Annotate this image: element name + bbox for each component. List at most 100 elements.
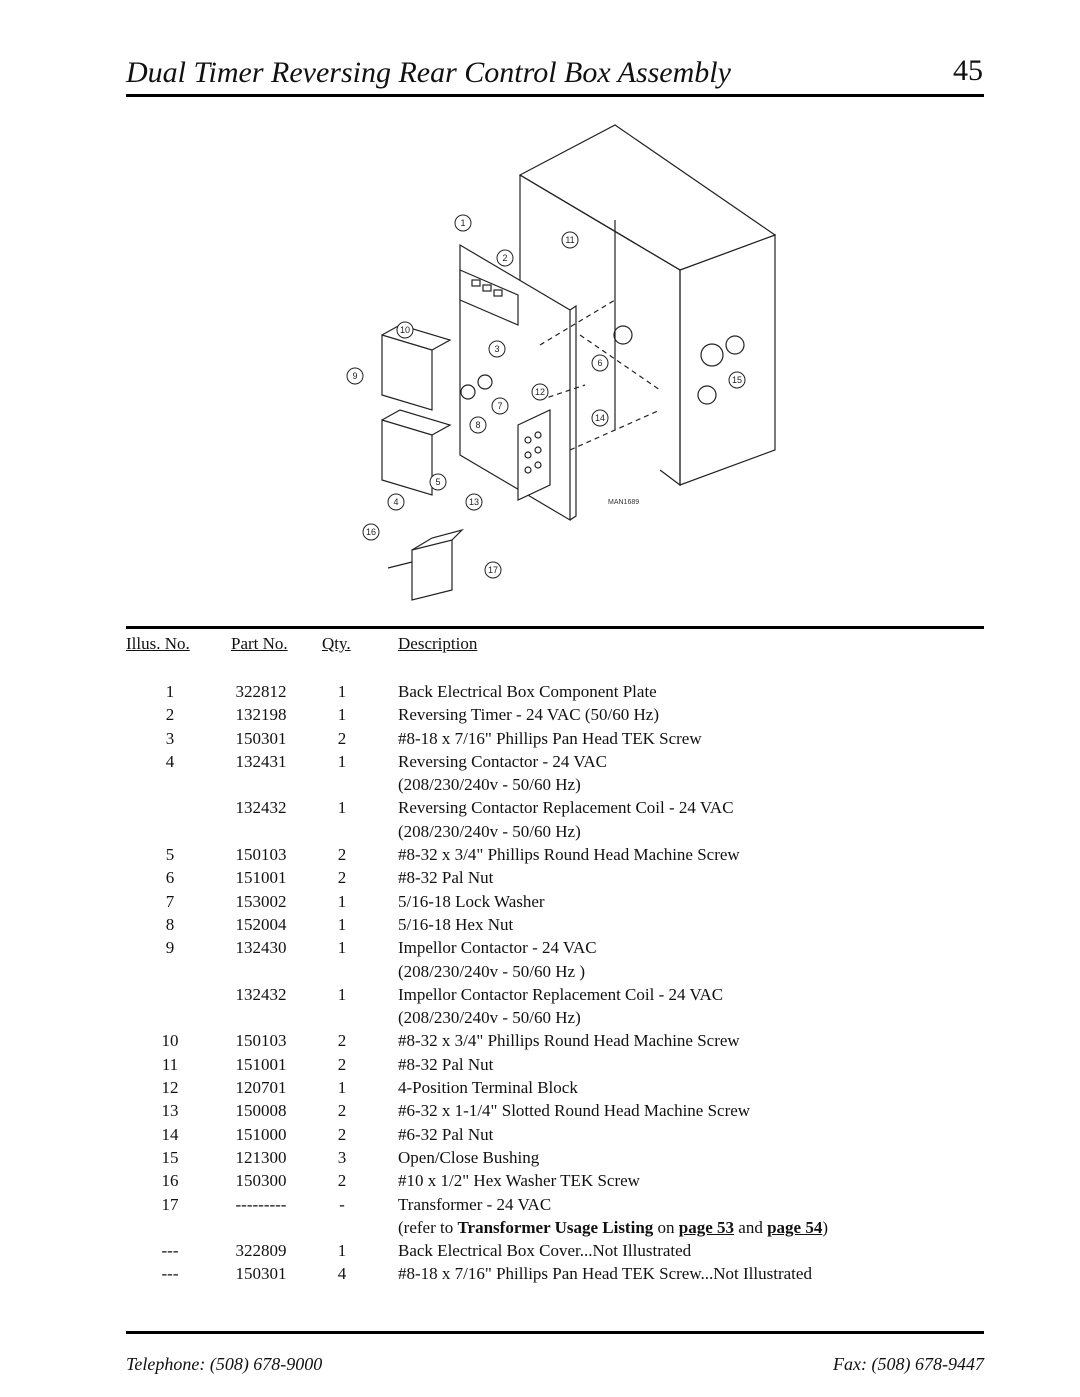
svg-text:8: 8 (475, 420, 480, 430)
qty-cell: - (339, 1194, 345, 1214)
box-side-face (519, 174, 681, 487)
footer-rule (126, 1331, 984, 1334)
qty-cell: 1 (337, 1078, 347, 1098)
description-cell: #10 x 1/2" Hex Washer TEK Screw (398, 1171, 640, 1191)
qty-cell: 2 (337, 1124, 347, 1144)
qty-cell: 2 (337, 1101, 347, 1121)
description-cell: #6-32 x 1-1/4" Slotted Round Head Machin… (398, 1101, 751, 1121)
callout-8: 8 (469, 416, 487, 434)
svg-text:7: 7 (497, 401, 502, 411)
description-cell: #8-32 x 3/4" Phillips Round Head Machine… (398, 1031, 740, 1051)
svg-text:1: 1 (460, 218, 465, 228)
part-no-cell: 151001 (235, 1054, 287, 1074)
qty-cell: 4 (337, 1264, 347, 1284)
page-number: 45 (953, 54, 983, 87)
description-cell: #6-32 Pal Nut (398, 1124, 494, 1144)
illus-no-cell: --- (161, 1264, 179, 1284)
box-front-face (679, 234, 776, 486)
knockout-3 (697, 385, 717, 405)
note-close: ) (822, 1217, 828, 1237)
page-54-link[interactable]: page 54 (767, 1217, 823, 1237)
part-no-cell: 150008 (235, 1101, 287, 1121)
drawing-id: MAN1689 (608, 499, 639, 506)
qty-cell: 1 (337, 938, 347, 958)
description-cell: #8-32 Pal Nut (398, 1054, 494, 1074)
part-no-cell: 132430 (235, 938, 287, 958)
header-illus-no: Illus. No. (126, 634, 190, 653)
svg-text:6: 6 (597, 358, 602, 368)
illus-no-cell: 15 (161, 1147, 179, 1167)
qty-cell: 1 (337, 891, 347, 911)
qty-cell: 1 (337, 798, 347, 818)
illus-no-cell: 7 (165, 891, 175, 911)
callout-1: 1 (454, 214, 472, 232)
qty-cell: 1 (337, 914, 347, 934)
impellor-contactor (381, 419, 433, 496)
part-no-cell: 322812 (235, 682, 287, 701)
part-no-cell: 132431 (235, 751, 287, 771)
page-53-link[interactable]: page 53 (678, 1217, 735, 1237)
part-no-cell: 150300 (235, 1171, 287, 1191)
svg-text:15: 15 (732, 375, 742, 385)
callout-16: 16 (362, 523, 380, 541)
illus-no-cell: 9 (165, 938, 175, 958)
footer-fax: Fax: (508) 678-9447 (833, 1354, 984, 1374)
note-open: (refer to (398, 1217, 458, 1237)
hex-nut (460, 384, 476, 400)
table-row: 11 151001 2 #8-32 Pal Nut (0, 1053, 1080, 1076)
transformer-usage-listing-ref: Transformer Usage Listing (457, 1217, 654, 1237)
qty-cell: 2 (337, 1054, 347, 1074)
qty-cell: 1 (337, 751, 347, 771)
qty-cell: 3 (337, 1147, 347, 1167)
note-on: on (653, 1217, 679, 1237)
footer-telephone: Telephone: (508) 678-9000 (126, 1354, 323, 1374)
illus-no-cell: 3 (165, 728, 175, 748)
svg-text:2: 2 (502, 253, 507, 263)
description-cell: #8-18 x 7/16" Phillips Pan Head TEK Scre… (398, 1264, 812, 1284)
note-and: and (734, 1217, 768, 1237)
illus-no-cell: 17 (161, 1194, 179, 1214)
description-cell: Reversing Contactor - 24 VAC (398, 751, 608, 771)
svg-text:16: 16 (366, 527, 376, 537)
part-no-cell: 150301 (235, 1264, 287, 1284)
illus-no-cell: 4 (165, 751, 175, 771)
qty-cell: 1 (337, 1241, 347, 1261)
part-no-cell: 152004 (235, 914, 287, 934)
callout-4: 4 (387, 493, 405, 511)
description-cell: Back Electrical Box Cover...Not Illustra… (398, 1241, 692, 1261)
table-row: 4 132431 1 Reversing Contactor - 24 VAC (0, 750, 1080, 773)
table-row: --- 150301 4 #8-18 x 7/16" Phillips Pan Hea… (0, 1262, 1080, 1285)
callout-5: 5 (429, 473, 447, 491)
part-no-cell: 121300 (235, 1147, 287, 1167)
qty-cell: 2 (337, 1031, 347, 1051)
table-row: 17----------Transformer - 24 VAC (0, 1193, 1080, 1216)
description-cell: 5/16-18 Lock Washer (398, 891, 545, 911)
svg-text:13: 13 (469, 497, 479, 507)
part-no-cell: 150103 (235, 845, 287, 865)
svg-text:5: 5 (435, 477, 440, 487)
table-row: (208/230/240v - 50/60 Hz) (0, 1006, 1080, 1029)
lock-washer (477, 374, 493, 390)
part-no-cell: --------- (235, 1194, 287, 1214)
qty-cell: 2 (337, 868, 347, 888)
callout-17: 17 (484, 561, 502, 579)
callout-11: 11 (561, 231, 579, 249)
knockout-1 (700, 343, 724, 367)
part-no-cell: 151000 (235, 1124, 287, 1144)
svg-text:9: 9 (352, 371, 357, 381)
qty-cell: 1 (337, 682, 347, 701)
illus-no-cell: 11 (161, 1054, 179, 1074)
table-row: (208/230/240v - 50/60 Hz) (0, 773, 1080, 796)
illus-no-cell: 14 (161, 1124, 179, 1144)
description-cell: (208/230/240v - 50/60 Hz) (398, 775, 581, 795)
svg-text:12: 12 (535, 387, 545, 397)
callout-3: 3 (488, 340, 506, 358)
qty-cell: 2 (337, 845, 347, 865)
part-no-cell: 151001 (235, 868, 287, 888)
